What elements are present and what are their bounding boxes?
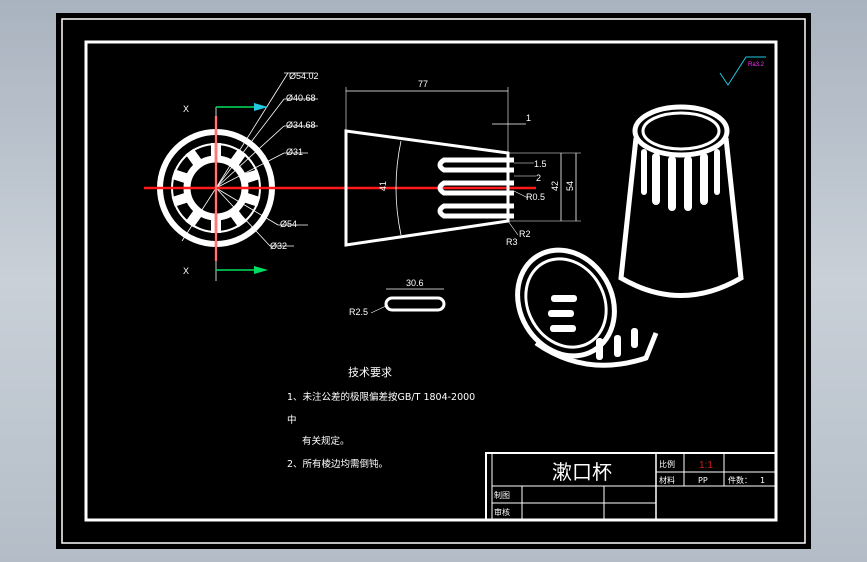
- iso-view-upright: [618, 104, 744, 298]
- dim-d54-02: Ø54.02: [289, 71, 319, 81]
- material-label: 材料: [659, 475, 675, 485]
- ring-tooth: [185, 148, 202, 166]
- dim-d40-68: Ø40.68: [286, 93, 316, 103]
- engineering-drawing: X X Ø54.02 Ø40.68 Ø34.68 Ø31 Ø54 Ø32 77 …: [61, 18, 806, 544]
- part-name: 漱口杯: [552, 460, 612, 484]
- ring-tooth: [243, 169, 261, 184]
- front-view: X X Ø54.02 Ø40.68 Ø34.68 Ø31 Ø54 Ø32: [144, 71, 319, 281]
- slot-detail: 30.6 R2.5: [349, 278, 446, 317]
- tech-line-2: 有关规定。: [302, 435, 350, 447]
- dim-d54: Ø54: [280, 219, 297, 229]
- arrow-bottom-head-icon: [254, 266, 268, 274]
- checked-label: 审核: [494, 507, 510, 517]
- tech-line-1: 1、未注公差的极限偏差按GB/T 1804-2000: [287, 391, 475, 403]
- section-mark-top: X: [183, 104, 189, 114]
- dim-1: 1: [526, 113, 531, 123]
- count-value: 1: [760, 476, 765, 485]
- ring-tooth: [171, 192, 189, 207]
- count-label: 件数：: [728, 475, 752, 485]
- leader-lines: [181, 72, 318, 247]
- ring-tooth: [243, 192, 261, 207]
- dim-42: 42: [550, 181, 560, 191]
- title-block: [485, 452, 777, 521]
- drawing-sheet: X X Ø54.02 Ø40.68 Ø34.68 Ø31 Ø54 Ø32 77 …: [56, 13, 811, 549]
- side-view: 77 1 1.5 2 R0.5 42 54 41 R2 R3: [344, 79, 581, 247]
- tech-line-3: 2、所有棱边均需倒钝。: [287, 458, 388, 470]
- dim-d34-68: Ø34.68: [286, 120, 316, 130]
- scale-label: 比例: [659, 459, 675, 469]
- tech-line-1b: 中: [287, 414, 297, 426]
- iso-view-tilted: [515, 247, 659, 368]
- outer-border: [61, 18, 806, 544]
- section-mark-bottom: X: [183, 266, 189, 276]
- dim-77: 77: [418, 79, 428, 89]
- dim-r2-5: R2.5: [349, 307, 368, 317]
- tech-title: 技术要求: [348, 366, 392, 379]
- arrow-top-head-icon: [254, 103, 268, 111]
- roughness-value: Ra3.2: [748, 62, 765, 68]
- material-value: PP: [698, 476, 708, 485]
- scale-value: 1:1: [699, 460, 713, 471]
- dim-r2: R2: [519, 229, 531, 239]
- dim-1-5: 1.5: [534, 159, 547, 169]
- frame-border: [84, 40, 778, 522]
- dim-2: 2: [536, 173, 541, 183]
- cup-ribs: [437, 157, 514, 219]
- ring-tooth: [230, 210, 247, 228]
- slot-shape: [384, 296, 446, 312]
- dim-54: 54: [565, 181, 575, 191]
- dim-r3: R3: [506, 237, 518, 247]
- dim-d31: Ø31: [286, 147, 303, 157]
- dim-r0-5: R0.5: [526, 192, 545, 202]
- ring-tooth: [185, 210, 202, 228]
- drawn-label: 制图: [494, 490, 510, 500]
- tech-requirements: 技术要求 1、未注公差的极限偏差按GB/T 1804-2000 中 有关规定。 …: [287, 366, 475, 470]
- ring-tooth: [171, 169, 189, 184]
- iso-ribs: [641, 149, 720, 211]
- iso-tilted-ribs: [548, 295, 638, 360]
- dim-30-6: 30.6: [406, 278, 424, 288]
- dim-d32: Ø32: [270, 241, 287, 251]
- dim-41: 41: [378, 181, 388, 191]
- roughness-symbol: Ra3.2: [719, 56, 766, 86]
